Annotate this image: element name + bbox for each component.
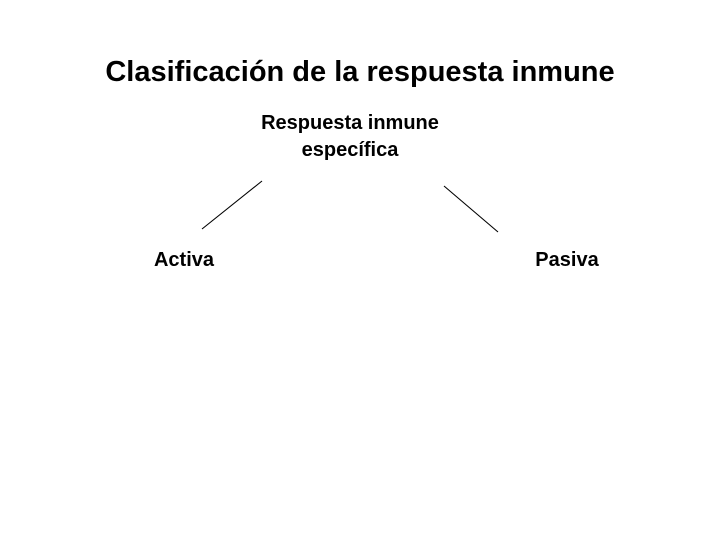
node-pasiva: Pasiva [441, 247, 693, 274]
connector-root-to-activa [201, 180, 263, 230]
node-root-label-line1: Respuesta inmune [261, 112, 439, 134]
node-activa: Activa [58, 247, 310, 274]
node-root-label-line2: específica [301, 139, 399, 161]
page-title: Clasificación de la respuesta inmune [105, 56, 615, 89]
node-pasiva-label: Pasiva [535, 249, 599, 271]
connector-root-to-pasiva [443, 185, 499, 233]
node-activa-label: Activa [153, 249, 215, 271]
node-respuesta-inmune-especifica: Respuesta inmune específica [210, 110, 490, 164]
